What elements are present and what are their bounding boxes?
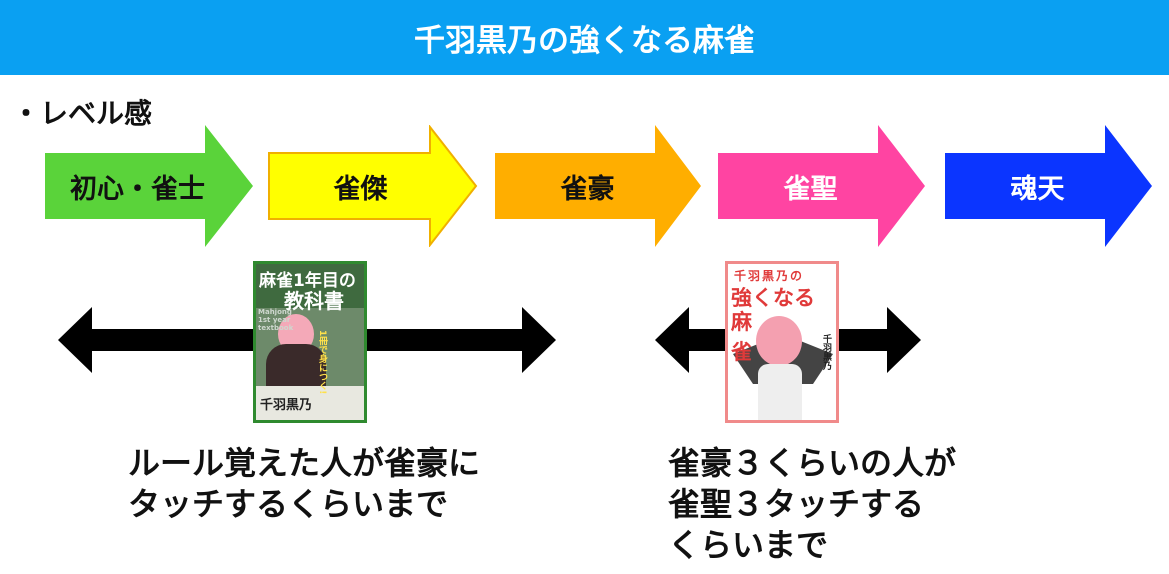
page-title: 千羽黒乃の強くなる麻雀	[414, 23, 755, 59]
level-label: 魂天	[1010, 173, 1065, 205]
level-label: 雀豪	[560, 173, 615, 205]
level-arrow-konten: 魂天	[945, 125, 1155, 247]
title-bar: 千羽黒乃の強くなる麻雀	[0, 0, 1169, 75]
book-title: 千羽黒乃の	[734, 269, 805, 283]
level-label: 雀聖	[783, 173, 838, 205]
level-arrow-jansei: 雀聖	[718, 125, 928, 247]
description-line: タッチするくらいまで	[128, 485, 449, 523]
book-subtitle: Mahjong 1st year textbook	[258, 308, 294, 332]
book-author: 千羽黒乃	[260, 398, 313, 413]
description-line: ルール覚えた人が雀豪に	[128, 444, 481, 482]
book-author: 千羽黒乃	[821, 334, 831, 370]
description-line: 雀豪３くらいの人が	[668, 444, 957, 482]
description-book1: ルール覚えた人が雀豪に タッチするくらいまで	[128, 443, 480, 525]
book-cover-tsuyokunaru-mahjong: 千羽黒乃の 強くなる 麻雀 千羽黒乃	[725, 261, 839, 423]
description-line: 雀聖３タッチする	[668, 485, 925, 523]
book-title: 麻雀	[731, 310, 792, 364]
book-title: 強くなる	[731, 286, 815, 310]
level-arrow-beginner: 初心・雀士	[45, 125, 255, 247]
level-label: 雀傑	[333, 173, 388, 205]
book-cover-mahjong-first-year: 麻雀1年目の 教科書 Mahjong 1st year textbook 1冊で…	[253, 261, 367, 423]
description-book2: 雀豪３くらいの人が 雀聖３タッチする くらいまで	[668, 443, 956, 566]
level-label: 初心・雀士	[70, 173, 205, 205]
section-heading: ・レベル感	[12, 97, 153, 130]
level-arrow-jago: 雀豪	[495, 125, 705, 247]
book-tagline: 1冊で身につく!	[317, 330, 327, 395]
book-title: 教科書	[284, 289, 344, 313]
description-line: くらいまで	[668, 526, 829, 564]
book-title: 麻雀1年目の	[259, 271, 356, 291]
level-arrow-jaketsu: 雀傑	[268, 125, 478, 247]
